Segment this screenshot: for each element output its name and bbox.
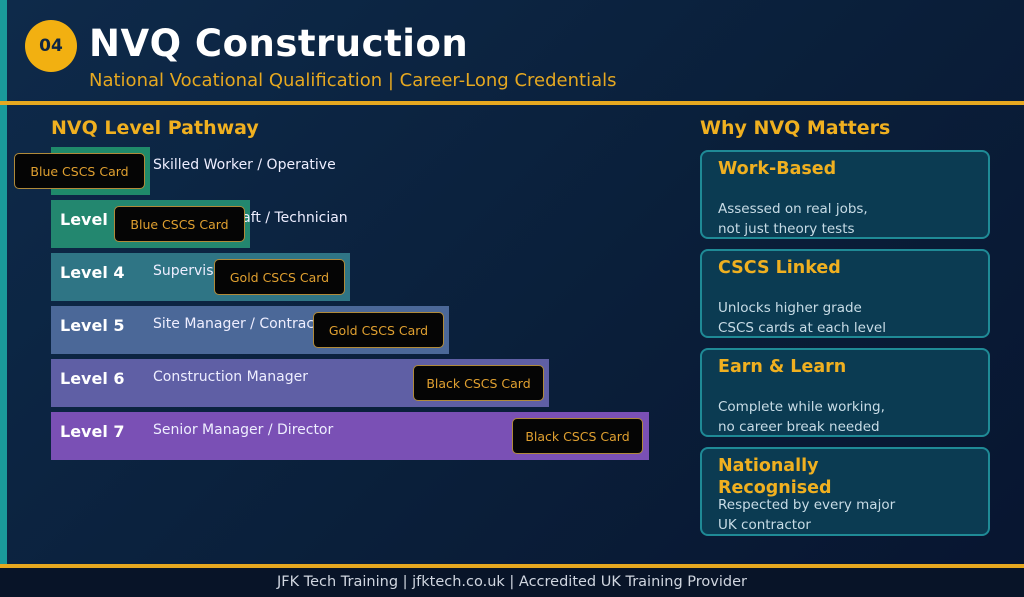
page-title: NVQ Construction: [89, 22, 469, 65]
level-label: Level 5: [60, 316, 125, 335]
page-subtitle: National Vocational Qualification | Care…: [89, 70, 617, 91]
cscs-card-chip: Black CSCS Card: [413, 365, 544, 401]
level-label: Level 7: [60, 422, 125, 441]
cscs-card-chip: Gold CSCS Card: [214, 259, 345, 295]
pathway-title: NVQ Level Pathway: [51, 117, 259, 139]
level-role: Construction Manager: [153, 369, 308, 385]
benefit-line: Assessed on real jobs,: [718, 201, 868, 217]
benefit-line: not just theory tests: [718, 221, 855, 237]
benefit-heading: Nationally Recognised: [718, 456, 832, 498]
cscs-card-chip: Blue CSCS Card: [114, 206, 245, 242]
benefit-card-work-based: Work-Based Assessed on real jobs, not ju…: [700, 150, 990, 239]
level-role: Skilled Worker / Operative: [153, 157, 336, 173]
level-label: Level 3: [60, 210, 125, 229]
benefit-description: Unlocks higher grade CSCS cards at each …: [718, 298, 886, 338]
benefit-heading: Work-Based: [718, 159, 837, 179]
cscs-card-chip: Blue CSCS Card: [14, 153, 145, 189]
cscs-card-chip: Black CSCS Card: [512, 418, 643, 454]
benefit-card-nationally-recognised: Nationally Recognised Respected by every…: [700, 447, 990, 536]
benefit-heading: Earn & Learn: [718, 357, 847, 377]
left-accent-strip: [0, 0, 7, 566]
cscs-card-chip: Gold CSCS Card: [313, 312, 444, 348]
footer-divider: [0, 564, 1024, 568]
benefit-line: Respected by every major: [718, 497, 896, 513]
level-label: Level 6: [60, 369, 125, 388]
benefit-line: no career break needed: [718, 419, 880, 435]
footer: JFK Tech Training | jfktech.co.uk | Accr…: [0, 568, 1024, 597]
level-label: Level 4: [60, 263, 125, 282]
benefit-description: Respected by every major UK contractor: [718, 495, 895, 535]
benefit-description: Complete while working, no career break …: [718, 397, 885, 437]
benefit-card-earn-learn: Earn & Learn Complete while working, no …: [700, 348, 990, 437]
benefit-description: Assessed on real jobs, not just theory t…: [718, 199, 868, 239]
benefit-line: Unlocks higher grade: [718, 300, 862, 316]
section-number-badge: 04: [25, 20, 77, 72]
why-title: Why NVQ Matters: [700, 117, 891, 139]
header-divider: [0, 101, 1024, 105]
level-role: Senior Manager / Director: [153, 422, 334, 438]
footer-text: JFK Tech Training | jfktech.co.uk | Accr…: [276, 574, 747, 590]
benefit-card-cscs-linked: CSCS Linked Unlocks higher grade CSCS ca…: [700, 249, 990, 338]
benefit-line: CSCS cards at each level: [718, 320, 886, 336]
benefit-heading: CSCS Linked: [718, 258, 841, 278]
benefit-line: Complete while working,: [718, 399, 885, 415]
benefit-line: UK contractor: [718, 517, 811, 533]
